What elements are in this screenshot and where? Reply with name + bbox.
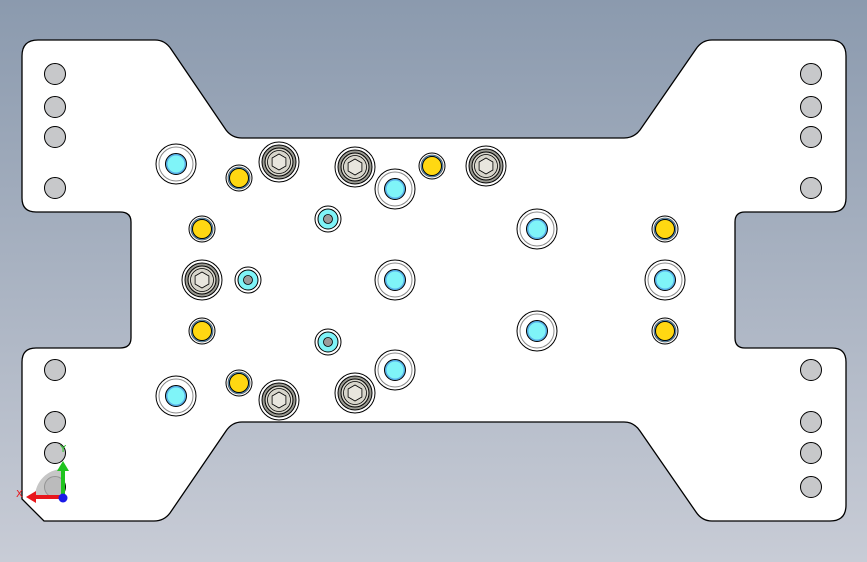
x-axis-arrowhead: [26, 491, 36, 503]
axis-triad: X Y: [16, 444, 69, 503]
x-axis-label: X: [16, 489, 23, 500]
dowel-pin[interactable]: [188, 317, 216, 345]
dowel-pin[interactable]: [225, 164, 253, 192]
hole-bottom: [386, 180, 404, 198]
z-axis-marker: [58, 493, 68, 503]
counterbore-edge: [158, 146, 194, 182]
counterbore-hole[interactable]: [155, 375, 197, 417]
through-hole: [44, 359, 66, 381]
counterbore-edge: [647, 262, 683, 298]
counterbore-edge: [519, 211, 555, 247]
socket-head-screw[interactable]: [181, 259, 223, 301]
dowel-pin[interactable]: [225, 369, 253, 397]
hex-socket-icon: [347, 158, 363, 176]
through-hole: [800, 411, 822, 433]
counterbore-edge: [377, 262, 413, 298]
through-hole: [800, 96, 822, 118]
hex-socket-icon: [271, 391, 287, 409]
screw-head-chamfer: [343, 155, 367, 179]
dowel-top: [655, 219, 675, 239]
dowel-pin[interactable]: [418, 152, 446, 180]
hole-bottom: [656, 271, 674, 289]
dowel-pin[interactable]: [651, 215, 679, 243]
through-hole: [800, 476, 822, 498]
dowel-top: [229, 168, 249, 188]
dowel-top: [655, 321, 675, 341]
y-axis-arrowhead: [57, 461, 69, 471]
through-hole: [800, 359, 822, 381]
counterbore-hole[interactable]: [516, 208, 558, 250]
hole-center: [323, 337, 333, 347]
through-hole: [800, 63, 822, 85]
hole-bottom: [386, 361, 404, 379]
socket-head-screw[interactable]: [258, 379, 300, 421]
counterbore-hole[interactable]: [644, 259, 686, 301]
screw-head-chamfer: [343, 381, 367, 405]
counterbore-edge: [519, 313, 555, 349]
screw-head-chamfer: [267, 150, 291, 174]
dowel-pin[interactable]: [188, 215, 216, 243]
through-hole: [800, 177, 822, 199]
hex-socket-icon: [347, 384, 363, 402]
triad-origin-shade: [35, 469, 63, 497]
dowel-top: [192, 219, 212, 239]
base-plate[interactable]: [21, 39, 847, 522]
through-hole: [44, 411, 66, 433]
small-counterbore-hole[interactable]: [314, 205, 342, 233]
counterbore-edge: [377, 171, 413, 207]
socket-head-screw[interactable]: [465, 145, 507, 187]
counterbore-hole[interactable]: [155, 143, 197, 185]
counterbore-hole[interactable]: [374, 168, 416, 210]
through-hole: [800, 126, 822, 148]
y-axis-label: Y: [59, 444, 67, 455]
socket-head-screw[interactable]: [334, 372, 376, 414]
hole-bottom: [167, 387, 185, 405]
through-hole: [800, 442, 822, 464]
hole-bottom: [386, 271, 404, 289]
counterbore-hole[interactable]: [374, 349, 416, 391]
through-hole: [44, 126, 66, 148]
hole-bottom: [528, 322, 546, 340]
hole-center: [243, 275, 253, 285]
screw-head-chamfer: [267, 388, 291, 412]
hole-bottom: [167, 155, 185, 173]
counterbore-hole[interactable]: [374, 259, 416, 301]
dowel-top: [192, 321, 212, 341]
hex-socket-icon: [194, 271, 210, 289]
through-hole: [44, 96, 66, 118]
dowel-top: [229, 373, 249, 393]
through-hole: [44, 177, 66, 199]
hole-center: [323, 214, 333, 224]
hex-socket-icon: [478, 157, 494, 175]
counterbore-edge: [158, 378, 194, 414]
socket-head-screw[interactable]: [258, 141, 300, 183]
socket-head-screw[interactable]: [334, 146, 376, 188]
dowel-pin[interactable]: [651, 317, 679, 345]
hole-bottom: [528, 220, 546, 238]
small-counterbore-hole[interactable]: [234, 266, 262, 294]
through-hole: [44, 63, 66, 85]
counterbore-edge: [377, 352, 413, 388]
small-counterbore-hole[interactable]: [314, 328, 342, 356]
dowel-top: [422, 156, 442, 176]
screw-head-chamfer: [190, 268, 214, 292]
through-hole: [44, 442, 66, 464]
screw-head-chamfer: [474, 154, 498, 178]
hex-socket-icon: [271, 153, 287, 171]
counterbore-hole[interactable]: [516, 310, 558, 352]
